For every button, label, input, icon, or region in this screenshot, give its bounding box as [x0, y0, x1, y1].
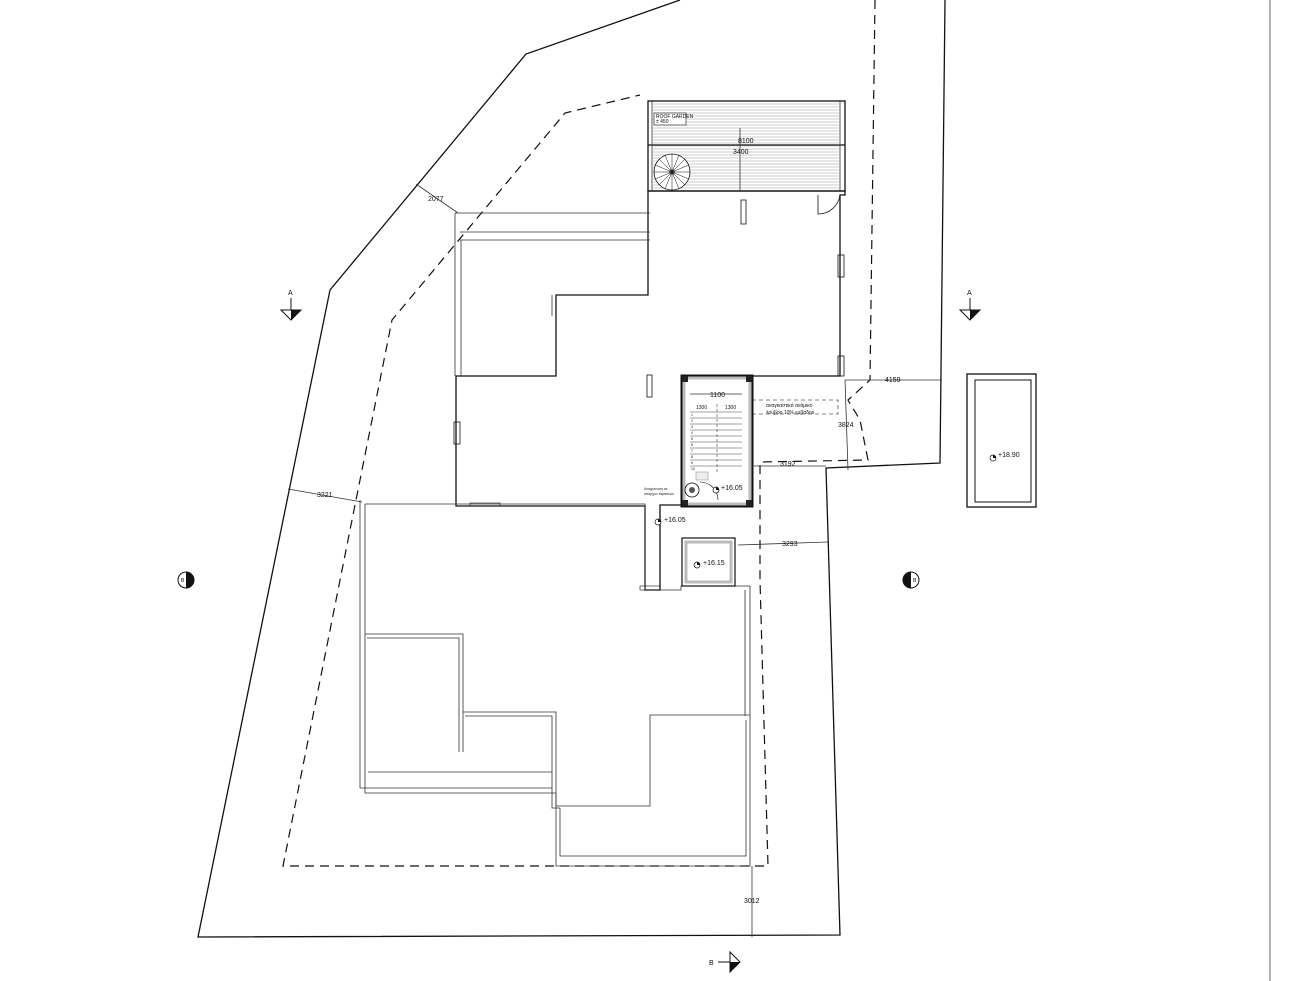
- spiral-spoke: [671, 164, 689, 173]
- spiral-spoke: [664, 155, 673, 173]
- dim-3012: 3012: [744, 898, 760, 905]
- lower-block-4: [559, 720, 747, 857]
- section-mark-b-left: B: [177, 571, 195, 589]
- roof-garden-level: ± 450: [656, 119, 669, 125]
- shaft-level: +16.15: [703, 560, 725, 567]
- stair-step-number: 8: [691, 455, 693, 459]
- dim-8100: 8100: [738, 138, 754, 145]
- svg-text:A: A: [288, 290, 293, 297]
- stair-step-number: 7: [691, 449, 693, 453]
- dim-3293: 3293: [782, 541, 798, 548]
- svg-text:B: B: [181, 578, 185, 584]
- lower-outline-outer: [364, 503, 751, 867]
- dim-1300: 1300: [696, 405, 707, 411]
- dim-1100: 1100: [710, 392, 725, 399]
- dimension-lines: 2077 4159 3824 3192 3221 3293 3012: [287, 183, 942, 937]
- spiral-spoke: [671, 171, 689, 180]
- spiral-spoke: [671, 171, 685, 185]
- spiral-spoke: [655, 164, 673, 173]
- lower-block-2: [463, 711, 750, 807]
- stair-step-number: 6: [691, 443, 693, 447]
- lower-block-1: [365, 633, 464, 752]
- spiral-spoke: [671, 155, 680, 173]
- dim-3221: 3221: [317, 492, 333, 499]
- stair-note: Αποχέτευση στ.: [644, 487, 668, 491]
- section-mark-b-bottom: B: [709, 950, 741, 974]
- pool-level: +18.90: [998, 452, 1020, 459]
- terrace-level: +16.05: [664, 517, 686, 524]
- svg-text:B: B: [913, 578, 917, 584]
- spiral-spoke: [655, 171, 673, 180]
- main-roof-outline: [455, 190, 846, 591]
- roof-garden-label: ROOF GARDEN: [656, 114, 694, 120]
- lower-block-1b: [367, 637, 460, 752]
- svg-text:αναγκαστικά ανάμικο: αναγκαστικά ανάμικο: [766, 402, 813, 409]
- roof-garden: ROOF GARDEN ± 450 8100 3400: [647, 100, 846, 192]
- spiral-spoke: [671, 159, 685, 173]
- spiral-spoke: [671, 171, 680, 189]
- roof-note: αναγκαστικά ανάμικο λούβρο 10% εμβαδού: [751, 399, 839, 416]
- svg-text:λούβρο 10% εμβαδού: λούβρο 10% εμβαδού: [766, 409, 815, 416]
- stair-note-2: υπάρχον ταρατσών: [644, 492, 674, 496]
- stair-core: 1 2 3 4 5 6 7 8 9 10 1100 1300 1300 +16.05: [680, 374, 754, 508]
- dim-3400: 3400: [733, 149, 749, 156]
- lower-block-2b: [465, 715, 560, 809]
- stair-step-number: 5: [691, 437, 693, 441]
- dim-2077: 2077: [428, 196, 444, 203]
- terrace-level-marker: [654, 518, 662, 526]
- dim-4159: 4159: [885, 377, 901, 384]
- section-mark-a-right: A: [958, 290, 982, 321]
- dim-1300b: 1300: [725, 405, 736, 411]
- spiral-spoke: [664, 171, 673, 189]
- stair-step-number: 1: [691, 413, 693, 417]
- section-mark-b-right: B: [902, 571, 920, 589]
- stair-step-number: 2: [691, 419, 693, 423]
- pool: +18.90: [966, 373, 1037, 508]
- stair-step-number: 9: [691, 461, 693, 465]
- section-mark-a-left: A: [279, 290, 303, 321]
- dim-3824: 3824: [838, 422, 854, 429]
- spiral-spoke: [659, 159, 673, 173]
- shaft: +16.15: [681, 537, 736, 587]
- spiral-spoke: [659, 171, 673, 185]
- svg-text:B: B: [709, 960, 714, 967]
- plot-boundary: [197, 0, 946, 938]
- spiral-stair: [653, 153, 691, 191]
- dim-3192: 3192: [780, 461, 796, 468]
- lower-outline-inner: [359, 500, 552, 789]
- stair-step-number: 10: [691, 467, 695, 471]
- stair-step-number: 4: [691, 431, 693, 435]
- stair-step-number: 3: [691, 425, 693, 429]
- stair-level: +16.05: [721, 485, 743, 492]
- svg-text:A: A: [967, 290, 972, 297]
- setback-line: [282, 0, 876, 867]
